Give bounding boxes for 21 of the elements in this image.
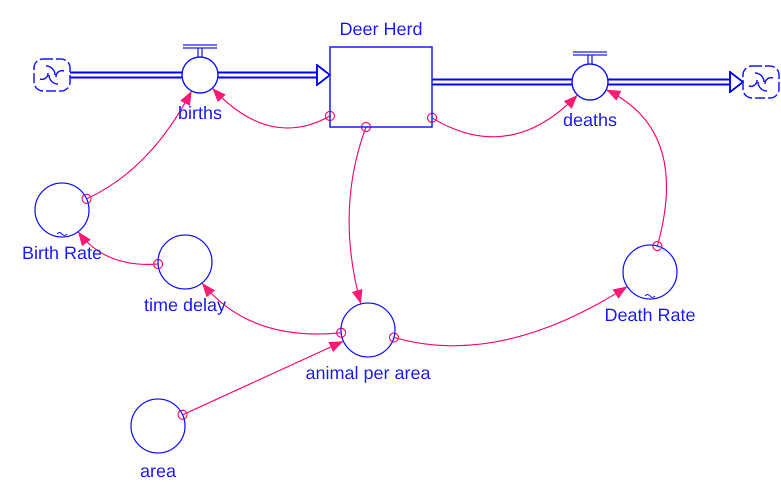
flow-label: births xyxy=(178,103,222,123)
stock-label: Deer Herd xyxy=(339,19,423,39)
flow-pipe xyxy=(70,72,182,78)
connector-arrow xyxy=(78,231,164,270)
flow-label: deaths xyxy=(562,110,618,130)
connector-arrow xyxy=(202,282,346,338)
variable-label: area xyxy=(140,461,176,481)
connector-arrow xyxy=(606,89,667,252)
variable-label: animal per area xyxy=(305,363,431,383)
connector-arrow xyxy=(426,94,578,138)
variable-label: Death Rate xyxy=(604,305,696,325)
connector-arrow xyxy=(212,88,336,129)
connector-arrow xyxy=(348,122,372,304)
variable-label: Birth Rate xyxy=(22,243,102,263)
connector-arrow xyxy=(388,286,628,346)
flow-pipe xyxy=(218,64,331,86)
connector-arrow xyxy=(177,340,344,420)
connector-arrow xyxy=(82,90,192,204)
variable-label: time delay xyxy=(144,295,226,315)
flow-pipe xyxy=(432,78,572,86)
flow-pipe xyxy=(608,71,744,93)
